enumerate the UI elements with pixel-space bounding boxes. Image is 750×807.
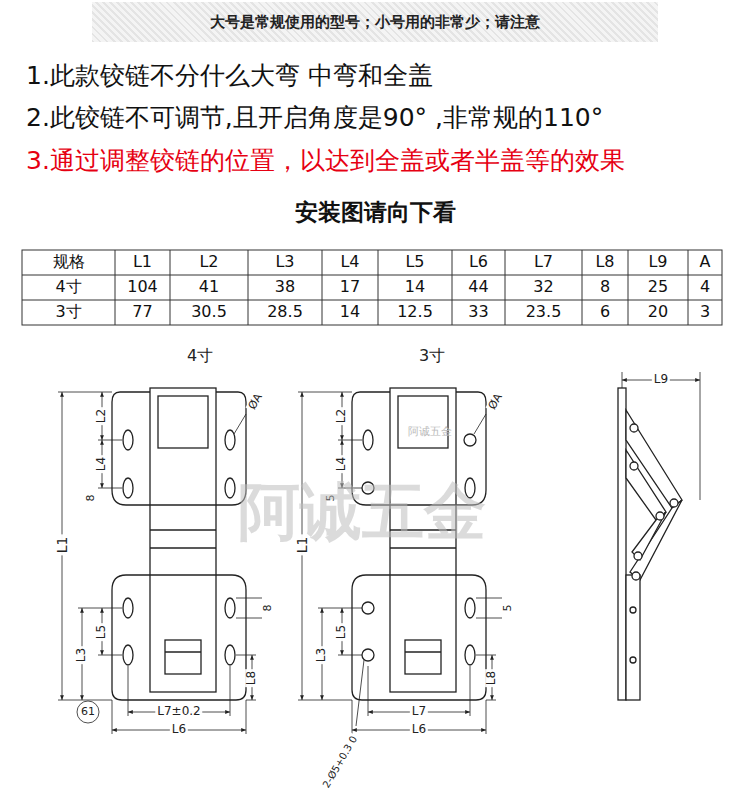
table-cell: 25 [648, 278, 668, 296]
table-cell: L8 [595, 253, 614, 271]
dimension-label: L7±0.2 [155, 705, 202, 719]
note-line: 2.此铰链不可调节,且开启角度是90° ,非常规的110° [26, 104, 603, 133]
dimension-label: 8 [262, 603, 275, 614]
dimension-label: L4 [335, 455, 349, 473]
table-cell: L9 [648, 253, 667, 271]
table-cell: 17 [340, 278, 360, 296]
dimension-label: L8 [245, 669, 259, 687]
note-line: 1.此款铰链不分什么大弯 中弯和全盖 [26, 62, 433, 91]
table-cell: 4 [700, 278, 710, 296]
table-cell: 104 [127, 278, 158, 296]
notice-text: 大号是常规使用的型号；小号用的非常少；请注意 [202, 13, 548, 32]
table-cell: L1 [133, 253, 152, 271]
dimension-label: L9 [652, 373, 670, 387]
table-cell: 30.5 [191, 303, 227, 321]
dimension-label: L2 [335, 407, 349, 425]
table-cell: 6 [600, 303, 610, 321]
figure-title: 4寸 [187, 347, 213, 365]
table-cell: 38 [275, 278, 295, 296]
table-cell: 20 [648, 303, 668, 321]
dimension-label: L6 [170, 723, 188, 737]
table-cell: 28.5 [267, 303, 303, 321]
dimension-lines [622, 372, 700, 500]
dimension-label: L8 [485, 669, 499, 687]
dimension-label: 5 [502, 603, 515, 614]
table-cell: 8 [600, 278, 610, 296]
dimension-label: L6 [410, 723, 428, 737]
table-cell: 44 [468, 278, 488, 296]
section-heading: 安装图请向下看 [295, 199, 456, 225]
dimension-label: L5 [95, 623, 109, 641]
table-cell: 32 [533, 278, 553, 296]
hinge-front-view [112, 388, 246, 700]
table-cell: 14 [405, 278, 425, 296]
dimension-lines [58, 392, 262, 734]
note-line: 3.通过调整铰链的位置，以达到全盖或者半盖等的效果 [26, 147, 625, 176]
table-cell: L5 [405, 253, 424, 271]
notice-banner: 大号是常规使用的型号；小号用的非常少；请注意 [92, 2, 658, 42]
figure-title: 3寸 [419, 347, 445, 365]
table-cell: 3寸 [55, 303, 81, 321]
table-cell: 14 [340, 303, 360, 321]
table-cell: 41 [199, 278, 219, 296]
dimension-label: L7 [410, 705, 428, 719]
table-cell: L4 [340, 253, 359, 271]
watermark: 阿诚五金 [238, 476, 486, 547]
dimension-label: 8 [85, 493, 98, 504]
dimension-label: L4 [95, 455, 109, 473]
table-cell: L6 [469, 253, 488, 271]
watermark: 阿诚五金 [408, 426, 452, 439]
table-cell: L7 [534, 253, 553, 271]
dimension-lines [298, 392, 502, 734]
hinge-side-view [618, 388, 682, 700]
dimension-label: L3 [75, 646, 89, 664]
dimension-label: ØA [245, 390, 266, 414]
table-cell: 规格 [53, 253, 85, 271]
dimension-label: ØA [485, 390, 506, 414]
table-cell: 12.5 [397, 303, 433, 321]
table-cell: L2 [199, 253, 218, 271]
table-cell: 33 [468, 303, 488, 321]
callout-number: 61 [81, 706, 95, 719]
dimension-label: L5 [335, 623, 349, 641]
table-cell: 23.5 [526, 303, 562, 321]
dimension-label: L2 [95, 407, 109, 425]
table-cell: L3 [275, 253, 294, 271]
table-cell: A [700, 253, 711, 271]
table-cell: 77 [132, 303, 152, 321]
table-cell: 4寸 [55, 278, 81, 296]
dimension-label: 2-Ø5+0.3 0 [320, 732, 361, 791]
spec-table [22, 250, 722, 325]
table-cell: 3 [700, 303, 710, 321]
dimension-label: L3 [315, 646, 329, 664]
dimension-label: L1 [54, 535, 70, 556]
